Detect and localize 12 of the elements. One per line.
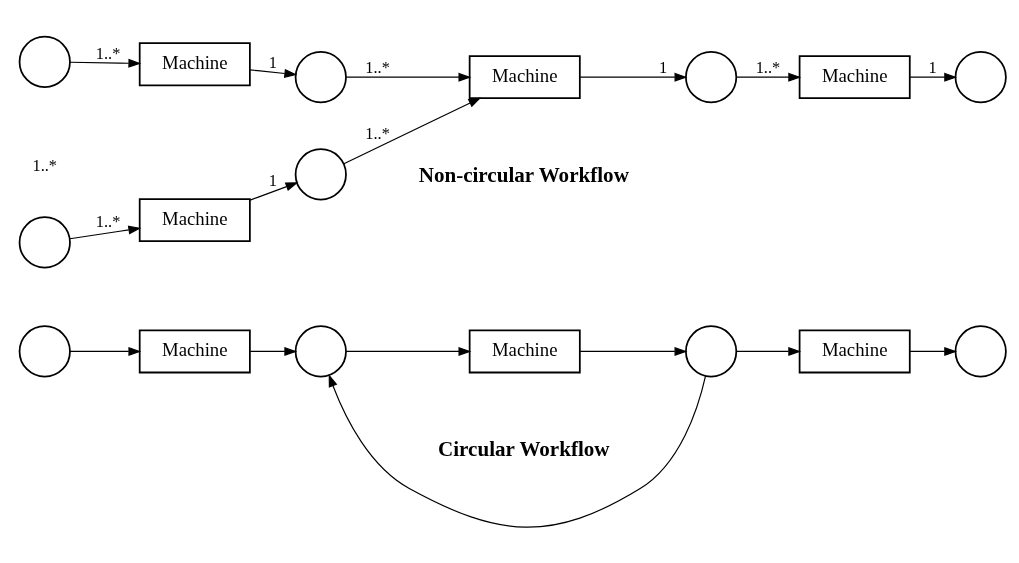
edge-label: 1..* [365, 123, 390, 143]
edge-label: 1 [658, 57, 668, 77]
label: 1..* [32, 155, 58, 175]
edge-label: 1..* [755, 57, 781, 77]
edge-label: 1..* [95, 211, 121, 231]
edge-label: 1 [268, 52, 277, 72]
edge-label: 1..* [95, 43, 121, 63]
edge-label: 1 [928, 57, 937, 77]
label: Non-circular Workflow [418, 162, 629, 187]
edge-label: 1..* [365, 57, 390, 77]
label: Circular Workflow [438, 436, 610, 461]
edge-label: 1 [268, 170, 277, 190]
